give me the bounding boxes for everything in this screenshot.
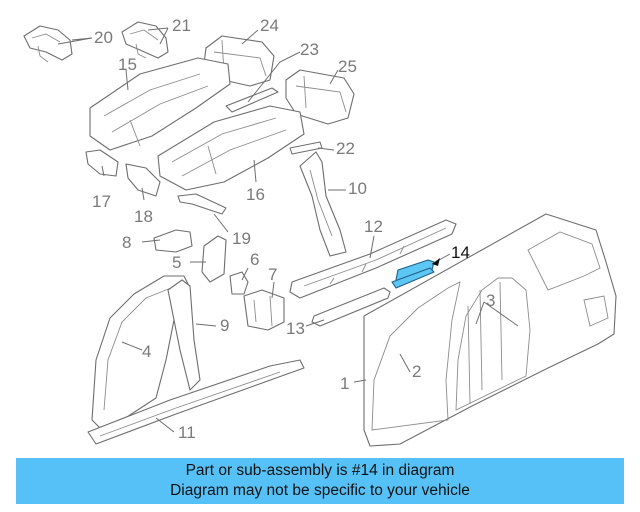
part-20-bracket[interactable]	[23, 25, 73, 63]
part-23-strip[interactable]	[225, 87, 279, 113]
part-16-rear-floor[interactable]	[157, 105, 305, 191]
callout-24[interactable]: 24	[260, 16, 279, 35]
callout-16[interactable]: 16	[246, 185, 265, 204]
callout-3[interactable]: 3	[486, 291, 495, 310]
callout-6[interactable]: 6	[250, 250, 259, 269]
part-5-reinforcement[interactable]	[201, 235, 227, 283]
callout-18[interactable]: 18	[134, 207, 153, 226]
callout-5[interactable]: 5	[172, 253, 181, 272]
part-10-pillar[interactable]	[299, 151, 347, 257]
part-18-bracket[interactable]	[125, 163, 161, 197]
callout-13[interactable]: 13	[286, 319, 305, 338]
part-21-bracket[interactable]	[121, 21, 169, 59]
callout-2[interactable]: 2	[412, 362, 421, 381]
callout-9[interactable]: 9	[220, 316, 229, 335]
callout-22[interactable]: 22	[336, 139, 355, 158]
part-22-strip[interactable]	[289, 141, 323, 155]
banner-line-2: Diagram may not be specific to your vehi…	[170, 482, 470, 499]
callout-10[interactable]: 10	[348, 179, 367, 198]
callout-4[interactable]: 4	[142, 342, 151, 361]
part-19-rail[interactable]	[177, 193, 227, 215]
part-1-body-side[interactable]	[363, 213, 617, 447]
part-15-front-floor[interactable]	[89, 57, 231, 151]
callout-23[interactable]: 23	[300, 40, 319, 59]
part-17-bracket[interactable]	[85, 149, 119, 177]
parts-diagram: 20 21 24 23 25 15 22 16 17 18 19 10 12 1…	[23, 16, 617, 447]
leader-lines	[57, 27, 519, 433]
part-7-bracket[interactable]	[243, 289, 285, 331]
callout-11[interactable]: 11	[178, 423, 196, 442]
part-2-3-door-openings	[371, 231, 609, 431]
callout-14-arrow	[432, 258, 440, 266]
callout-12[interactable]: 12	[364, 217, 383, 236]
callout-1[interactable]: 1	[340, 374, 349, 393]
banner-line-1: Part or sub-assembly is #14 in diagram	[185, 462, 455, 479]
callout-19[interactable]: 19	[232, 229, 251, 248]
part-9-pillar[interactable]	[167, 279, 201, 391]
callout-21[interactable]: 21	[172, 16, 191, 35]
callout-labels: 20 21 24 23 25 15 22 16 17 18 19 10 12 1…	[92, 16, 495, 442]
callout-14[interactable]: 14	[451, 243, 470, 262]
info-banner: Part or sub-assembly is #14 in diagram D…	[16, 458, 624, 504]
callout-17[interactable]: 17	[92, 192, 111, 211]
part-25-bracket[interactable]	[285, 69, 355, 125]
callout-8[interactable]: 8	[122, 233, 131, 252]
part-8-bracket[interactable]	[153, 229, 193, 253]
callout-15[interactable]: 15	[118, 55, 137, 74]
part-14-highlighted[interactable]	[391, 259, 435, 289]
part-13-sill-strip[interactable]	[311, 287, 391, 327]
part-4-pillar-outer[interactable]	[91, 275, 191, 433]
callout-20[interactable]: 20	[94, 28, 113, 47]
callout-25[interactable]: 25	[338, 57, 357, 76]
callout-7[interactable]: 7	[268, 265, 277, 284]
part-12-sill-inner[interactable]	[289, 219, 457, 299]
part-6-clip[interactable]	[229, 271, 249, 295]
part-11-rocker[interactable]	[87, 359, 305, 445]
